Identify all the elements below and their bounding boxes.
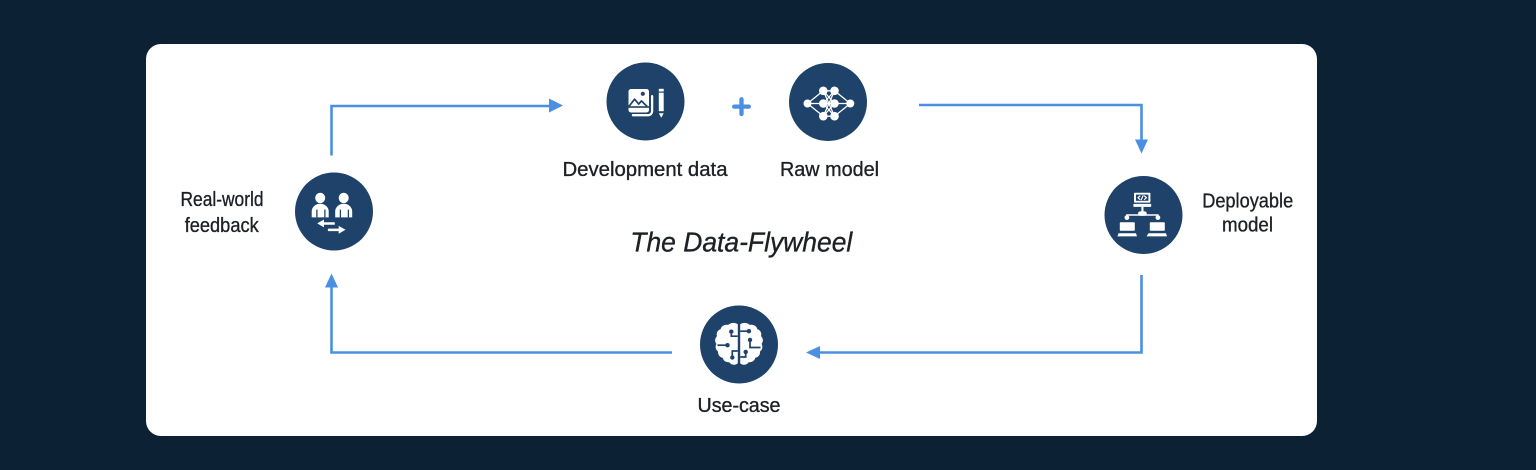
svg-text:Raw model: Raw model (780, 159, 879, 181)
svg-text:model: model (1222, 215, 1273, 237)
svg-text:Deployable: Deployable (1202, 191, 1293, 213)
svg-text:feedback: feedback (185, 215, 260, 237)
svg-text:The Data-Flywheel: The Data-Flywheel (630, 227, 853, 258)
svg-text:Use-case: Use-case (698, 395, 781, 417)
svg-text:Real-world: Real-world (181, 189, 264, 211)
svg-text:Development data: Development data (563, 159, 729, 181)
